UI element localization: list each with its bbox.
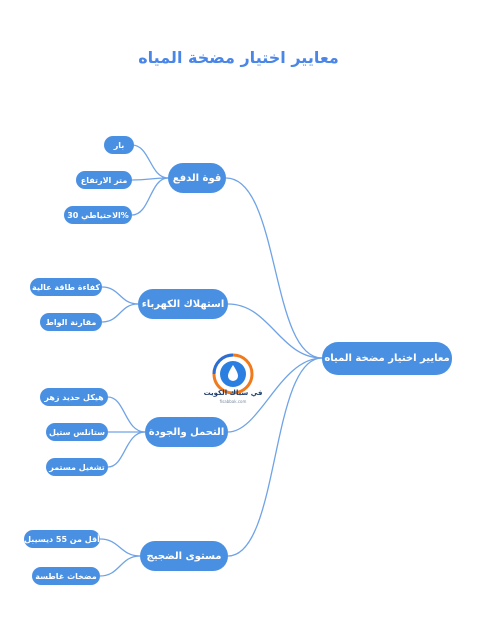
leaf-node-1-2[interactable]: متر الارتفاع — [76, 171, 132, 189]
branch-node-2[interactable]: استهلاك الكهرباء — [138, 289, 228, 319]
page-title: معايير اختيار مضخة المياه — [138, 48, 339, 67]
leaf-node-3-3[interactable]: تشغيل مستمر — [46, 458, 108, 476]
edge-branch-1-leaf-1 — [131, 144, 169, 179]
leaf-node-2-1[interactable]: كفاءة طاقة عالية — [30, 278, 102, 296]
logo-name: في سباك الكويت — [203, 389, 263, 397]
edge-branch-2-leaf-2 — [101, 303, 139, 323]
edge-root-branch-2 — [227, 303, 323, 359]
edge-branch-2-leaf-1 — [101, 286, 139, 305]
edge-branch-3-leaf-1 — [107, 396, 146, 433]
edge-root-branch-3 — [227, 357, 323, 433]
leaf-node-2-2[interactable]: مقارنة الواط — [40, 313, 102, 331]
logo-domain: fisabbak.com — [219, 399, 247, 404]
leaf-node-1-3[interactable]: %الاحتياطي 30 — [64, 206, 132, 224]
edge-branch-3-leaf-3 — [107, 431, 146, 468]
edge-root-branch-1 — [225, 177, 323, 359]
leaf-node-4-1[interactable]: أقل من 55 ديسيبل — [24, 530, 100, 548]
edge-root-branch-4 — [227, 357, 323, 557]
edge-branch-4-leaf-2 — [99, 555, 141, 577]
root-node[interactable]: معايير اختيار مضخة المياه — [322, 342, 452, 375]
leaf-node-3-2[interactable]: ستانلس ستيل — [46, 423, 108, 441]
leaf-node-1-1[interactable]: بار — [104, 136, 134, 154]
edge-branch-1-leaf-3 — [131, 177, 169, 216]
branch-node-4[interactable]: مستوى الضجيج — [140, 541, 228, 571]
leaf-node-4-2[interactable]: مضخات غاطسة — [32, 567, 100, 585]
leaf-node-3-1[interactable]: هيكل حديد زهر — [40, 388, 108, 406]
branch-node-1[interactable]: قوة الدفع — [168, 163, 226, 193]
branch-node-3[interactable]: التحمل والجودة — [145, 417, 228, 447]
site-logo — [212, 353, 254, 395]
edge-branch-4-leaf-1 — [99, 538, 141, 557]
